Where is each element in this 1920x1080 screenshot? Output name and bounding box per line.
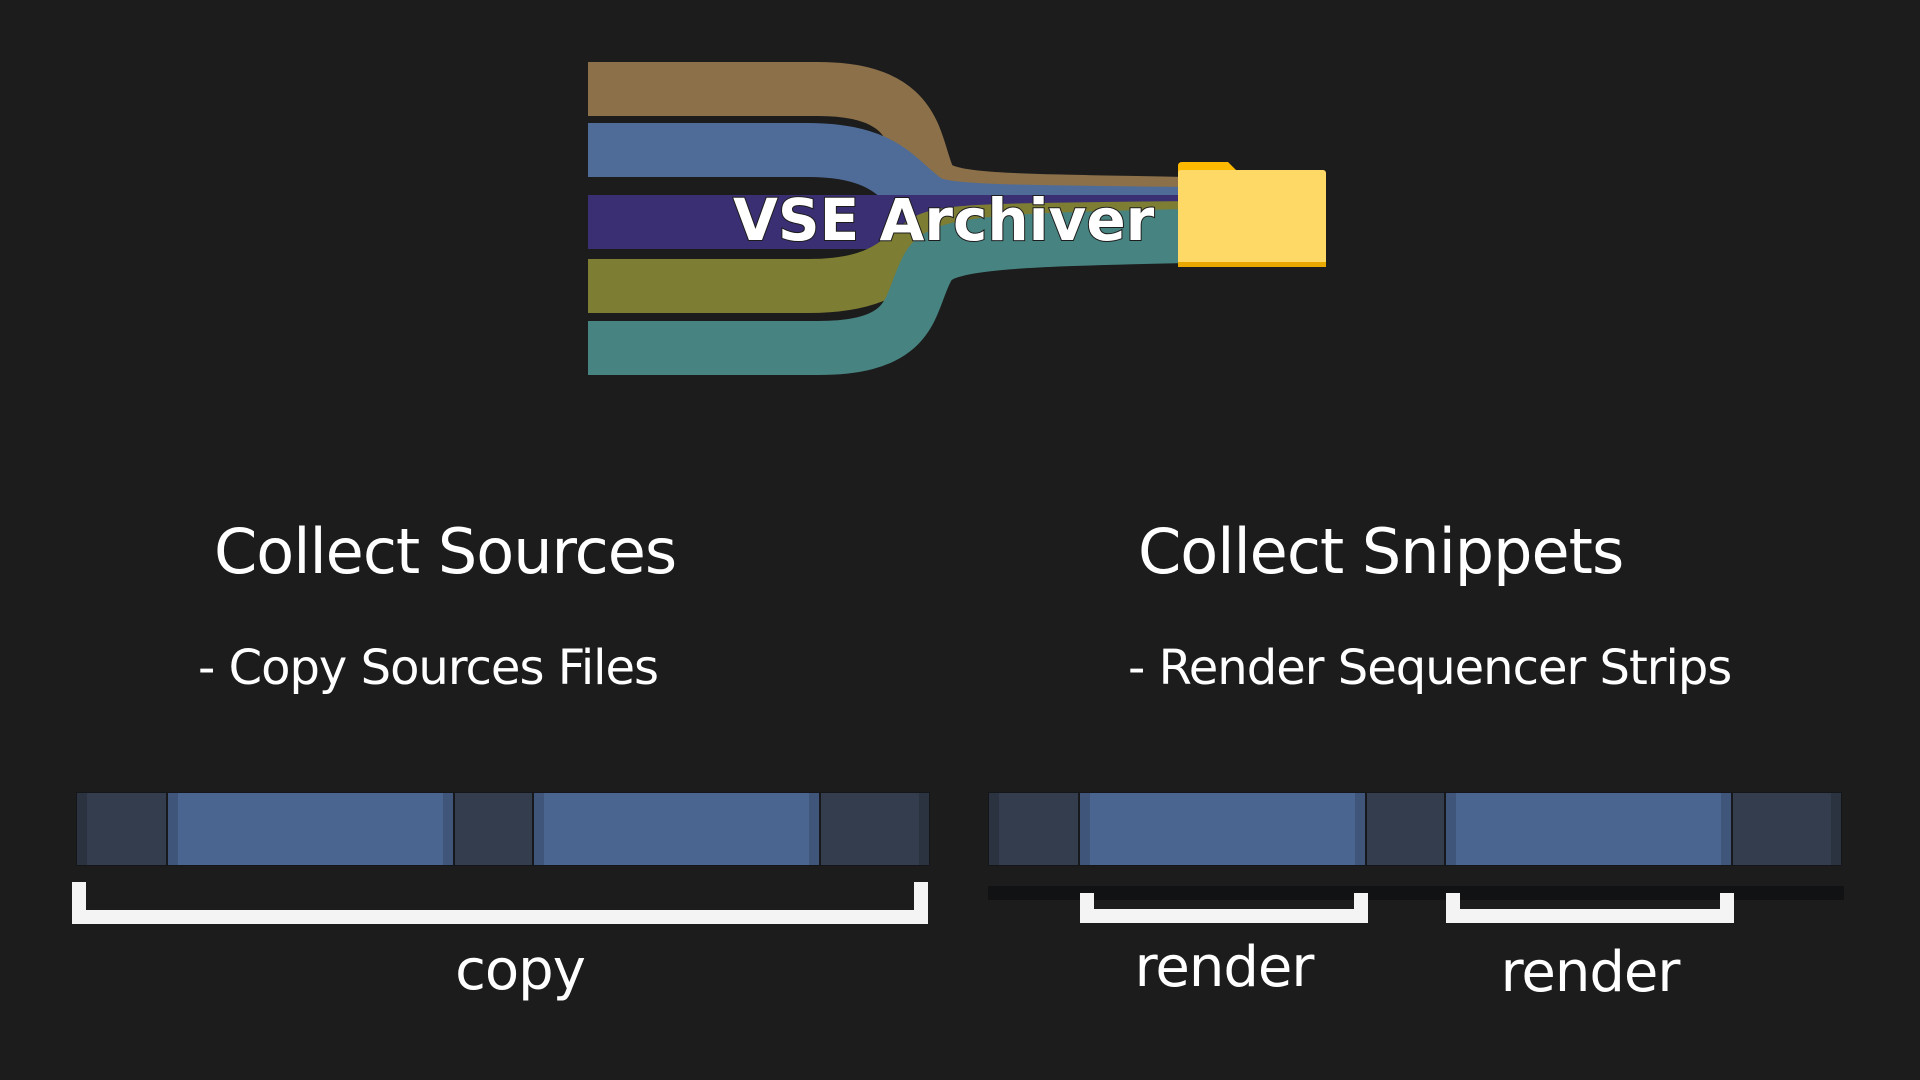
folder-icon [1178, 162, 1326, 267]
timeline-divider [166, 793, 168, 865]
render-caption-1: render [1134, 935, 1315, 1000]
sequencer-strip [1080, 793, 1365, 865]
timeline-gap [455, 793, 532, 865]
timeline-divider [1444, 793, 1446, 865]
logo-title: VSE Archiver [733, 186, 1155, 254]
copy-bracket [72, 882, 928, 924]
timeline-gap [1367, 793, 1444, 865]
timeline-divider [1365, 793, 1367, 865]
timeline-divider [819, 793, 821, 865]
timeline-divider [532, 793, 534, 865]
timeline-gap [1733, 793, 1841, 865]
stream-5 [588, 209, 1189, 375]
render-bracket-2 [1446, 893, 1734, 923]
timeline-divider [1078, 793, 1080, 865]
sequencer-strip [168, 793, 453, 865]
collect-sources-heading: Collect Sources [214, 515, 677, 588]
render-strips-subheading: - Render Sequencer Strips [1128, 640, 1732, 696]
render-bracket-1 [1080, 893, 1368, 923]
stream-lines [588, 62, 1189, 375]
timeline-gap [989, 793, 1079, 865]
copy-caption: copy [455, 938, 586, 1003]
timeline-divider [1731, 793, 1733, 865]
timeline-gap [77, 793, 167, 865]
vse-archiver-logo: VSE Archiver [588, 62, 1326, 375]
collect-snippets-heading: Collect Snippets [1138, 515, 1624, 588]
timeline-divider [453, 793, 455, 865]
timeline-shadow [988, 886, 1844, 900]
copy-sources-subheading: - Copy Sources Files [198, 640, 659, 696]
render-caption-2: render [1500, 940, 1681, 1005]
snippet-timeline [988, 792, 1842, 866]
sequencer-strip [534, 793, 819, 865]
timeline-gap [821, 793, 929, 865]
sequencer-strip [1446, 793, 1731, 865]
source-timeline [76, 792, 930, 866]
